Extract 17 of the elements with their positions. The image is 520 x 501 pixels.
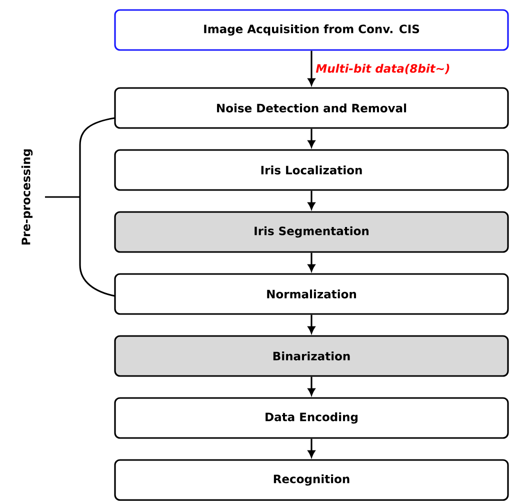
side-label: Pre-processing: [21, 149, 33, 245]
arrow: [308, 252, 316, 272]
arrow: [308, 314, 316, 334]
process-box: Recognition: [114, 459, 509, 501]
process-box: Binarization: [114, 335, 509, 377]
process-box: Image Acquisition from Conv. CIS: [114, 9, 509, 51]
process-box: Data Encoding: [114, 397, 509, 439]
arrow: [308, 376, 316, 396]
process-box: Noise Detection and Removal: [114, 87, 509, 129]
arrow: [308, 438, 316, 458]
arrow: [308, 50, 316, 86]
edge-label: Multi-bit data(8bit~): [314, 62, 452, 76]
arrow: [308, 128, 316, 148]
arrow: [308, 190, 316, 210]
process-box: Normalization: [114, 273, 509, 315]
process-box: Iris Segmentation: [114, 211, 509, 253]
process-box: Iris Localization: [114, 149, 509, 191]
